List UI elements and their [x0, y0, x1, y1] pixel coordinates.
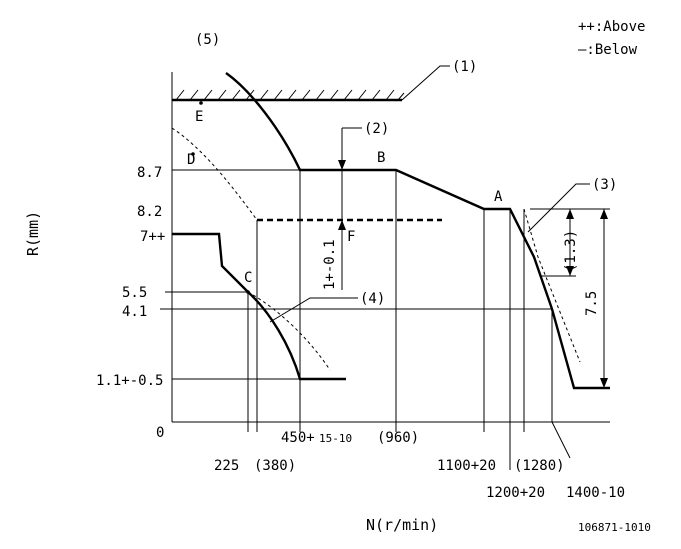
callout-3-leader — [527, 183, 590, 233]
y-tick-5-5: 5.5 — [122, 285, 147, 301]
callout-5: (5) — [195, 32, 220, 48]
callout-1-leader — [401, 65, 450, 101]
callout-1: (1) — [452, 59, 477, 75]
ref-vline-1400-leader — [551, 421, 571, 459]
dashed-curve-4 — [247, 291, 331, 371]
dashed-curve-d — [171, 127, 258, 221]
point-e-marker — [199, 101, 203, 105]
x-axis-title: N(r/min) — [366, 516, 438, 534]
callout-4-leader — [269, 297, 358, 323]
y-tick-8-7: 8.7 — [137, 165, 162, 181]
point-d-marker — [191, 152, 195, 156]
dim-1-tolerance: 1+-0.1 — [322, 239, 338, 290]
dim-7-5-arrow-bottom — [600, 378, 608, 388]
dim-2-arrow-bottom — [338, 220, 346, 230]
dim-7-5-arrow-top — [600, 209, 608, 219]
point-d-label: D — [187, 152, 195, 168]
dim-7-5-value: 7.5 — [584, 291, 600, 316]
point-e-label: E — [195, 109, 203, 125]
full-load-curve — [225, 72, 610, 390]
callout-4: (4) — [360, 291, 385, 307]
point-c-label: C — [244, 270, 252, 286]
callout-3: (3) — [592, 177, 617, 193]
stopper-hatch — [172, 89, 405, 102]
x-tick-450-tolerance: 15-10 — [319, 432, 352, 445]
dashed-curve-3 — [523, 208, 581, 363]
doc-number: 106871-1010 — [578, 521, 651, 534]
idle-curve — [172, 232, 346, 381]
x-tick-1400: 1400-10 — [566, 485, 625, 501]
point-a-label: A — [494, 189, 503, 205]
y-axis-title: R(mm) — [24, 211, 42, 256]
callout-2: (2) — [364, 121, 389, 137]
dim-1-3-arrow-top — [566, 209, 574, 219]
dim-1-3-value: (1.3) — [563, 230, 579, 272]
dim-2-arrow-top — [338, 160, 346, 170]
x-tick-380: (380) — [254, 458, 296, 474]
y-tick-1-1: 1.1+-0.5 — [96, 373, 163, 389]
point-b-label: B — [377, 150, 385, 166]
point-f-label: F — [347, 229, 355, 245]
x-tick-450: 450+ — [281, 430, 315, 446]
legend-above: ++:Above — [578, 19, 645, 35]
x-tick-225: 225 — [214, 458, 239, 474]
y-tick-4-1: 4.1 — [122, 304, 147, 320]
y-tick-7: 7++ — [140, 229, 165, 245]
x-tick-960: (960) — [377, 430, 419, 446]
legend-below: —:Below — [578, 42, 638, 58]
x-tick-1280: (1280) — [514, 458, 565, 474]
x-tick-1200: 1200+20 — [486, 485, 545, 501]
y-tick-0: 0 — [156, 425, 164, 441]
dim-1-3-arrow-bottom — [566, 266, 574, 276]
point-c-marker — [246, 290, 250, 294]
x-tick-1100: 1100+20 — [437, 458, 496, 474]
y-tick-8-2: 8.2 — [137, 204, 162, 220]
